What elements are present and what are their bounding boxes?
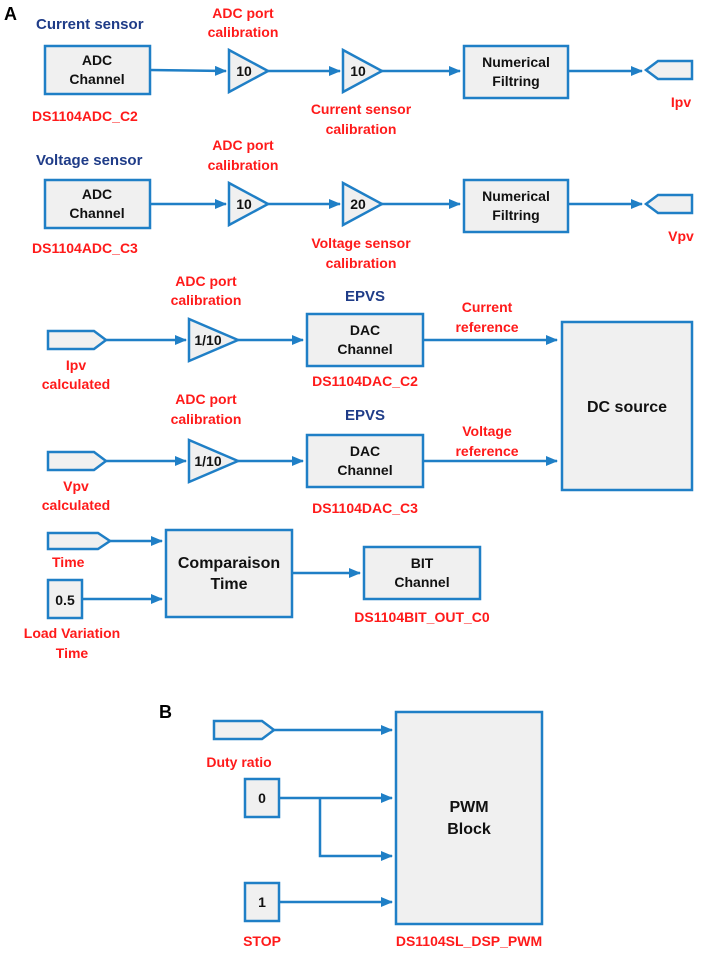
dc-source-text: DC source: [587, 399, 667, 416]
time-inport[interactable]: [46, 531, 113, 551]
ipv-port-cal-label-2: calibration: [171, 292, 242, 308]
voltage-sensor-gain-value: 20: [350, 196, 366, 212]
ipv-port-cal-label-1: ADC port: [175, 273, 237, 289]
vpv-dac-gain-value: 1/10: [194, 453, 221, 469]
voltage-sensor-cal-label-2: calibration: [326, 255, 397, 271]
vpv-outport[interactable]: [643, 193, 694, 215]
comparison-time-text-2: Time: [210, 576, 247, 593]
voltage-adc-name: DS1104ADC_C3: [32, 240, 138, 256]
voltage-sensor-gain[interactable]: [341, 180, 385, 228]
duty-ratio-inport[interactable]: [212, 719, 277, 741]
current-sensor-gain-value: 10: [350, 63, 366, 79]
time-input-label: Time: [52, 554, 85, 570]
current-adc-text-2: Channel: [69, 71, 124, 87]
vpv-port-cal-label-1: ADC port: [175, 391, 237, 407]
ipv-dac-gain-value: 1/10: [194, 332, 221, 348]
bit-channel-name: DS1104BIT_OUT_C0: [354, 609, 490, 625]
ipv-dac-text-1: DAC: [350, 322, 380, 338]
comparison-time-block[interactable]: [164, 528, 294, 619]
panel-a-letter: A: [4, 4, 17, 24]
pwm-block[interactable]: [394, 710, 544, 926]
vpv-calculated-inport[interactable]: [46, 450, 109, 472]
vpv-dac-name: DS1104DAC_C3: [312, 500, 418, 516]
voltage-port-gain-value: 10: [236, 196, 252, 212]
vpv-dac-text-2: Channel: [337, 462, 392, 478]
current-adc-text-1: ADC: [82, 52, 112, 68]
voltage-port-cal-label-2: calibration: [208, 157, 279, 173]
constant-zero[interactable]: [243, 777, 281, 819]
ipv-epvs-label: EPVS: [345, 288, 385, 305]
current-port-cal-label-1: ADC port: [212, 5, 274, 21]
voltage-filter-block[interactable]: [462, 178, 570, 234]
current-port-gain-value: 10: [236, 63, 252, 79]
ipv-outport[interactable]: [643, 59, 694, 81]
ipv-dac-text-2: Channel: [337, 341, 392, 357]
bit-channel-text-2: Channel: [394, 574, 449, 590]
load-variation-label-2: Time: [56, 645, 89, 661]
vpv-dac-gain[interactable]: [187, 438, 242, 484]
vpv-port-cal-label-2: calibration: [171, 411, 242, 427]
ipv-output-label: Ipv: [671, 94, 691, 110]
ipv-calculated-label-1: Ipv: [66, 357, 86, 373]
duty-ratio-label: Duty ratio: [206, 754, 271, 770]
voltage-port-gain[interactable]: [227, 180, 271, 228]
current-adc-block[interactable]: [43, 44, 152, 96]
voltage-adc-block[interactable]: [43, 178, 152, 230]
constant-zero-value: 0: [258, 790, 266, 806]
current-sensor-cal-label-1: Current sensor: [311, 101, 412, 117]
pwm-block-name: DS1104SL_DSP_PWM: [396, 933, 542, 949]
dc-source-block[interactable]: [560, 320, 694, 492]
current-adc-name: DS1104ADC_C2: [32, 108, 138, 124]
vpv-dac-chain: ADC port calibration EPVS Vpv calculated…: [42, 391, 558, 516]
voltage-port-cal-label-1: ADC port: [212, 137, 274, 153]
voltage-filter-text-2: Filtring: [492, 207, 539, 223]
vpv-calculated-label-1: Vpv: [63, 478, 89, 494]
current-port-gain[interactable]: [227, 47, 271, 95]
ipv-calculated-inport[interactable]: [46, 329, 109, 351]
ipv-dac-gain[interactable]: [187, 317, 242, 363]
current-sensor-title: Current sensor: [36, 16, 144, 33]
ipv-dac-block[interactable]: [305, 312, 425, 368]
bit-channel-block[interactable]: [362, 545, 482, 601]
ipv-dac-name: DS1104DAC_C2: [312, 373, 418, 389]
vpv-dac-text-1: DAC: [350, 443, 380, 459]
wire: [318, 798, 393, 861]
pwm-block-text-1: PWM: [449, 799, 488, 816]
pwm-block-text-2: Block: [447, 821, 491, 838]
current-filter-text-1: Numerical: [482, 54, 550, 70]
pwm-chain: Duty ratio 0 1 STOP PWM Block DS1104SL_D…: [206, 710, 544, 949]
current-sensor-cal-label-2: calibration: [326, 121, 397, 137]
panel-b-letter: B: [159, 702, 172, 722]
voltage-reference-label-2: reference: [455, 443, 518, 459]
wire: [149, 65, 227, 76]
vpv-epvs-label: EPVS: [345, 407, 385, 424]
voltage-adc-text-1: ADC: [82, 186, 112, 202]
timing-chain: Time 0.5 Load Variation Time Comparaison…: [24, 528, 490, 661]
current-port-cal-label-2: calibration: [208, 24, 279, 40]
voltage-adc-text-2: Channel: [69, 205, 124, 221]
bit-channel-text-1: BIT: [411, 555, 434, 571]
load-variation-constant-value: 0.5: [55, 592, 75, 608]
load-variation-label-1: Load Variation: [24, 625, 120, 641]
voltage-sensor-chain: Voltage sensor ADC port calibration ADC …: [32, 137, 694, 271]
current-filter-text-2: Filtring: [492, 73, 539, 89]
vpv-calculated-label-2: calculated: [42, 497, 110, 513]
voltage-sensor-cal-label-1: Voltage sensor: [311, 235, 411, 251]
vpv-output-label: Vpv: [668, 228, 694, 244]
constant-one-value: 1: [258, 894, 266, 910]
current-reference-label-1: Current: [462, 299, 513, 315]
voltage-sensor-title: Voltage sensor: [36, 152, 143, 169]
ipv-dac-chain: ADC port calibration EPVS Ipv calculated…: [42, 273, 558, 392]
current-sensor-gain[interactable]: [341, 47, 385, 95]
vpv-dac-block[interactable]: [305, 433, 425, 489]
voltage-reference-label-1: Voltage: [462, 423, 512, 439]
current-reference-label-2: reference: [455, 319, 518, 335]
comparison-time-text-1: Comparaison: [178, 555, 280, 572]
ipv-calculated-label-2: calculated: [42, 376, 110, 392]
current-sensor-chain: Current sensor ADC port calibration ADC …: [32, 5, 694, 137]
stop-label: STOP: [243, 933, 281, 949]
voltage-filter-text-1: Numerical: [482, 188, 550, 204]
